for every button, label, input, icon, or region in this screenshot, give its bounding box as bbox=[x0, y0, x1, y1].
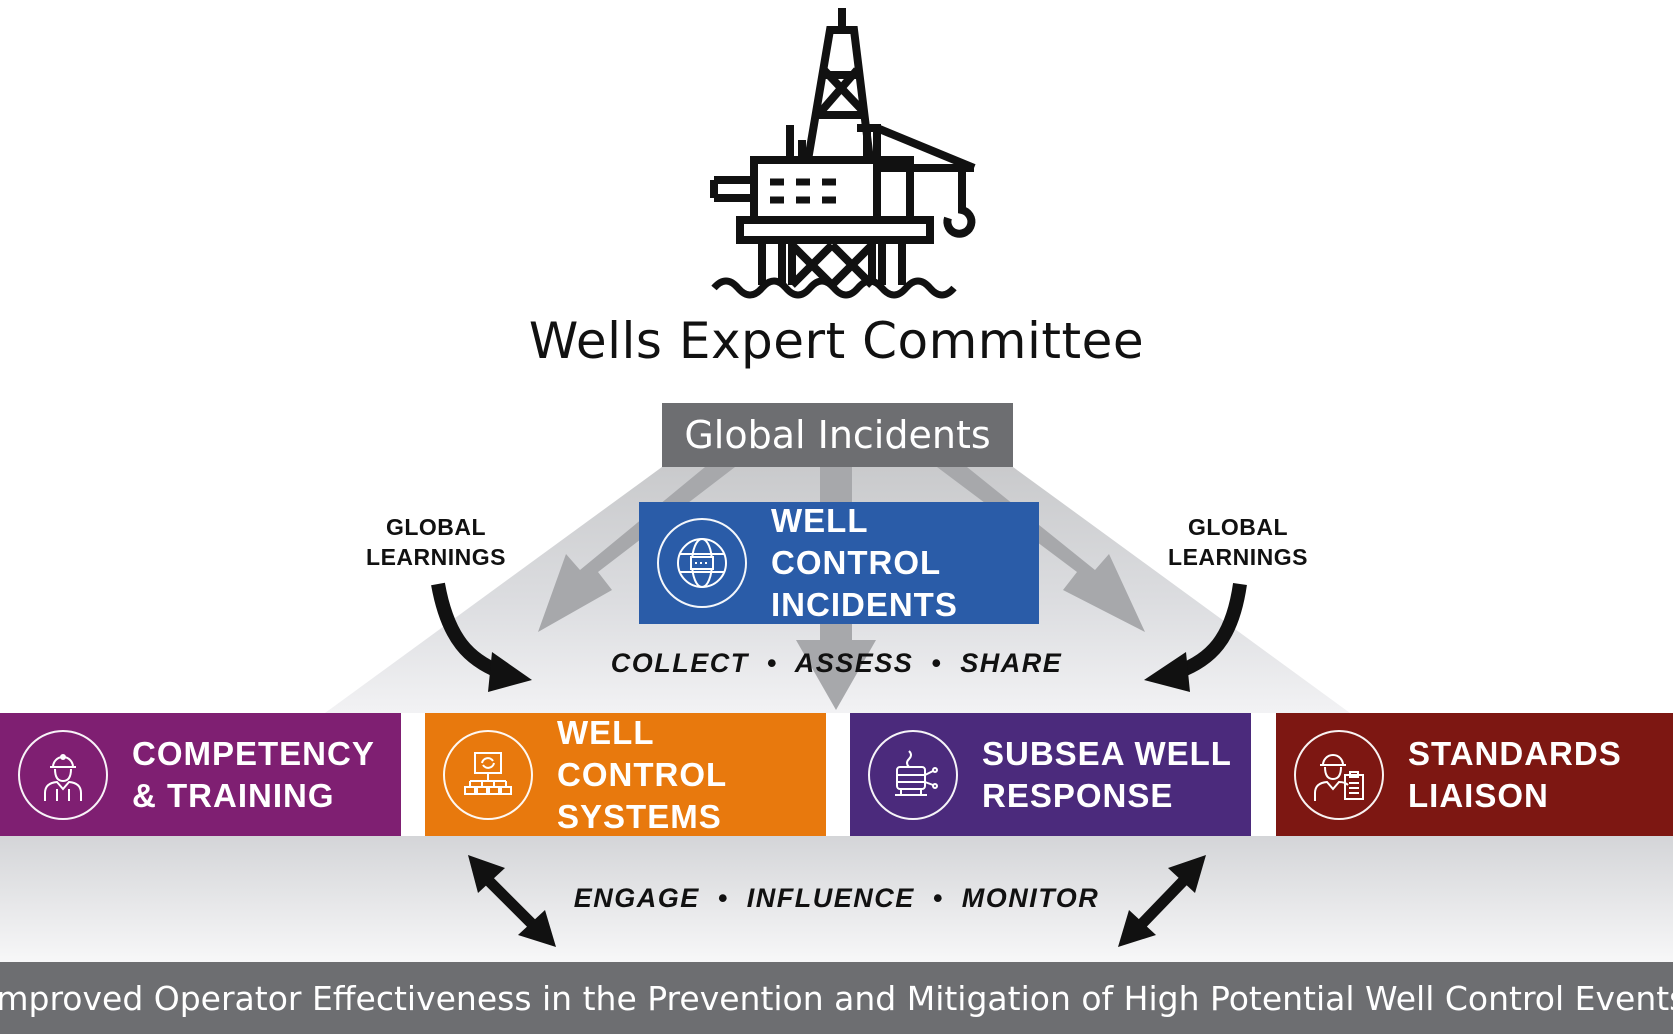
pyramid-lower-sides bbox=[0, 836, 1673, 962]
well-control-incidents-label: WELL CONTROL INCIDENTS bbox=[771, 500, 1039, 626]
outcome-banner: Improved Operator Effectiveness in the P… bbox=[0, 962, 1673, 1034]
standards-liaison-line1: STANDARDS bbox=[1408, 734, 1622, 772]
subsea-equipment-icon bbox=[868, 729, 958, 820]
oil-rig-icon bbox=[710, 8, 976, 299]
global-learnings-left-line2: LEARNINGS bbox=[366, 544, 506, 570]
curved-arrow-right bbox=[1175, 582, 1247, 679]
competency-training-label: COMPETENCY & TRAINING bbox=[132, 733, 375, 817]
standards-liaison-box: STANDARDS LIAISON bbox=[1276, 713, 1673, 836]
curved-arrow-left-head bbox=[488, 652, 532, 692]
global-incidents-box: Global Incidents bbox=[662, 403, 1013, 467]
subsea-well-response-line2: RESPONSE bbox=[982, 776, 1174, 814]
global-incidents-label: Global Incidents bbox=[684, 413, 991, 457]
competency-training-line2: & TRAINING bbox=[132, 776, 335, 814]
arrow-down-left bbox=[538, 467, 735, 632]
engineer-clipboard-icon bbox=[1294, 729, 1384, 820]
system-hierarchy-icon bbox=[443, 729, 533, 820]
global-learnings-right: GLOBAL LEARNINGS bbox=[1138, 512, 1338, 572]
engage-influence-monitor: ENGAGE • INFLUENCE • MONITOR bbox=[573, 883, 1100, 913]
standards-liaison-line2: LIAISON bbox=[1408, 776, 1549, 814]
global-learnings-left: GLOBAL LEARNINGS bbox=[336, 512, 536, 572]
double-arrow-left-top bbox=[468, 855, 505, 893]
global-learnings-right-line2: LEARNINGS bbox=[1168, 544, 1308, 570]
double-arrow-right-bottom bbox=[1118, 910, 1156, 947]
well-control-incidents-box: WELL CONTROL INCIDENTS bbox=[639, 502, 1039, 624]
double-arrow-right-top bbox=[1168, 855, 1206, 893]
well-control-systems-line1: WELL CONTROL bbox=[557, 713, 728, 793]
subsea-well-response-label: SUBSEA WELL RESPONSE bbox=[982, 733, 1232, 817]
competency-training-line1: COMPETENCY bbox=[132, 734, 375, 772]
worker-icon bbox=[18, 729, 108, 820]
arrow-down-right bbox=[937, 467, 1145, 632]
curved-arrow-right-head bbox=[1144, 652, 1190, 692]
page-title: Wells Expert Committee bbox=[528, 312, 1145, 370]
well-control-incidents-line1: WELL CONTROL bbox=[771, 502, 942, 581]
well-control-systems-box: WELL CONTROL SYSTEMS bbox=[425, 713, 826, 836]
well-control-systems-line2: SYSTEMS bbox=[557, 797, 722, 835]
standards-liaison-label: STANDARDS LIAISON bbox=[1408, 733, 1622, 817]
well-control-systems-label: WELL CONTROL SYSTEMS bbox=[557, 712, 826, 838]
subsea-well-response-line1: SUBSEA WELL bbox=[982, 734, 1232, 772]
globe-server-icon bbox=[657, 518, 747, 608]
global-learnings-left-line1: GLOBAL bbox=[385, 514, 487, 540]
outcome-banner-text: Improved Operator Effectiveness in the P… bbox=[0, 978, 1673, 1018]
collect-assess-share: COLLECT • ASSESS • SHARE bbox=[610, 648, 1063, 678]
competency-training-box: COMPETENCY & TRAINING bbox=[0, 713, 401, 836]
global-learnings-right-line1: GLOBAL bbox=[1187, 514, 1289, 540]
subsea-well-response-box: SUBSEA WELL RESPONSE bbox=[850, 713, 1251, 836]
double-arrow-left-bottom bbox=[518, 910, 556, 947]
well-control-incidents-line2: INCIDENTS bbox=[771, 586, 958, 623]
